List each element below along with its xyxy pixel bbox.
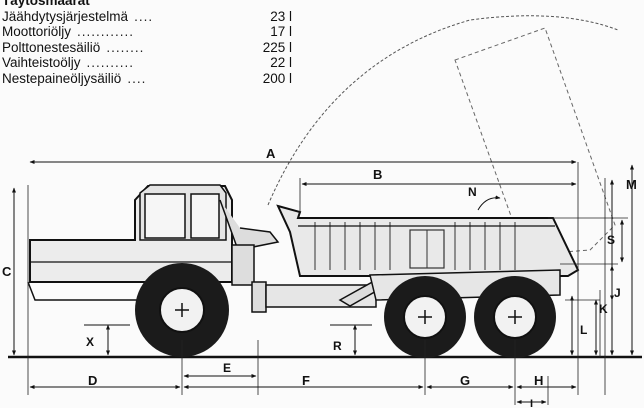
dimension-label-n: N bbox=[468, 185, 477, 199]
rear-wheel-1 bbox=[384, 276, 466, 358]
dimension-label-c: C bbox=[2, 264, 12, 279]
fill-row-engine-oil: Moottoriöljy ............ 17 l bbox=[2, 24, 292, 40]
dimension-label-h: H bbox=[534, 373, 543, 388]
fill-row-fuel-tank: Polttonestesäiliö ........ 225 l bbox=[2, 40, 292, 56]
fill-row-dots: ........ bbox=[106, 39, 145, 55]
fill-quantities-table: Täytösmäärät Jäähdytysjärjestelmä .... 2… bbox=[2, 0, 292, 86]
fill-row-dots: .... bbox=[134, 8, 154, 24]
dimension-label-k: K bbox=[599, 302, 608, 316]
fill-row-value: 23 l bbox=[270, 8, 292, 24]
fill-row-name: Jäähdytysjärjestelmä bbox=[2, 8, 129, 24]
dimension-label-e: E bbox=[223, 361, 231, 375]
dimension-label-l: L bbox=[580, 323, 587, 337]
dimension-label-d: D bbox=[88, 373, 97, 388]
raised-body-outline bbox=[454, 27, 616, 256]
dimension-label-g: G bbox=[460, 373, 470, 388]
dimension-label-b: B bbox=[373, 167, 382, 182]
dimension-label-f: F bbox=[302, 373, 310, 388]
dimension-label-a: A bbox=[266, 146, 276, 161]
fill-row-gearbox-oil: Vaihteistoöljy .......... 22 l bbox=[2, 55, 292, 71]
dimension-label-j: J bbox=[614, 286, 621, 300]
dimension-label-i: I bbox=[530, 398, 533, 408]
dimension-lines bbox=[12, 160, 634, 404]
fill-table-title: Täytösmäärät bbox=[2, 0, 90, 8]
dimension-label-x: X bbox=[86, 335, 94, 349]
fill-row-name: Moottoriöljy bbox=[2, 24, 72, 39]
fill-row-name: Polttonestesäiliö bbox=[2, 39, 101, 55]
dimension-label-s: S bbox=[607, 233, 615, 247]
fill-row-hydraulic-tank: Nestepaineöljysäiliö .... 200 l bbox=[2, 71, 292, 87]
fill-row-value: 225 l bbox=[262, 39, 292, 55]
fill-row-dots: ............ bbox=[77, 24, 135, 39]
fill-row-cooling: Jäähdytysjärjestelmä .... 23 l bbox=[2, 9, 292, 25]
fill-row-name: Nestepaineöljysäiliö bbox=[2, 70, 122, 86]
dimension-label-m: M bbox=[626, 177, 637, 192]
rear-wheel-2 bbox=[474, 276, 556, 358]
fill-row-value: 17 l bbox=[270, 24, 292, 39]
tipping-arc bbox=[267, 15, 619, 206]
fill-row-dots: .... bbox=[127, 70, 147, 86]
dimension-label-r: R bbox=[333, 339, 342, 353]
front-unit bbox=[27, 184, 280, 313]
fill-row-dots: .......... bbox=[86, 55, 135, 70]
fill-row-value: 22 l bbox=[270, 55, 292, 70]
dump-body bbox=[276, 204, 580, 277]
front-wheel bbox=[135, 263, 229, 357]
fill-row-value: 200 l bbox=[262, 70, 292, 86]
fill-row-name: Vaihteistoöljy bbox=[2, 55, 81, 70]
